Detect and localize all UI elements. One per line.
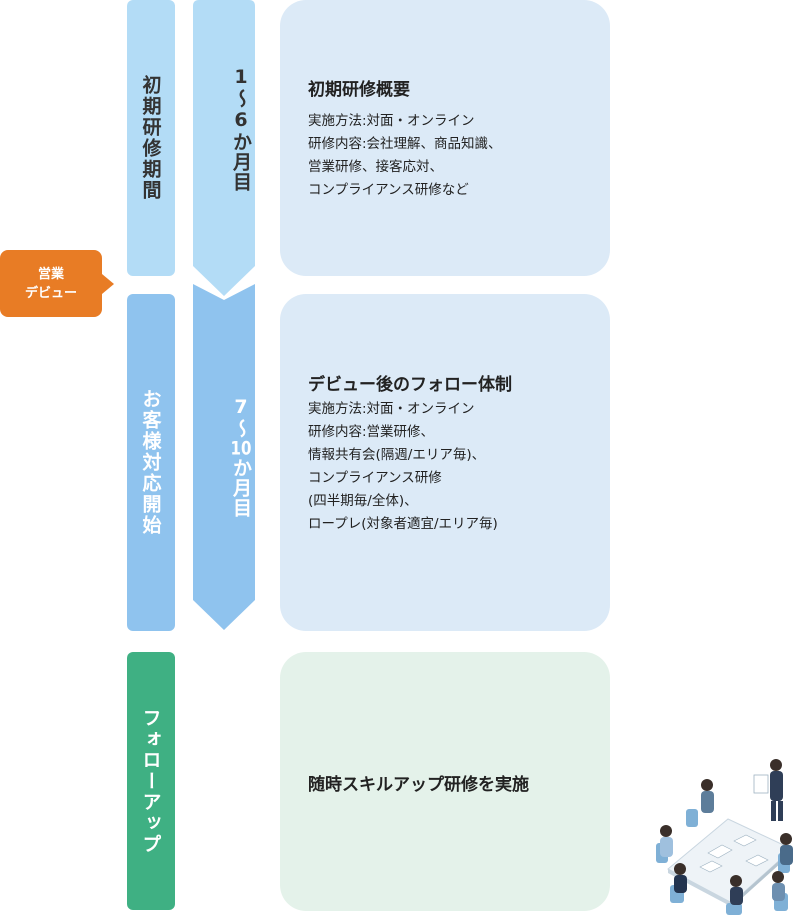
phase-label: 初期研修期間: [139, 75, 162, 201]
month-suffix: か月目: [230, 458, 252, 518]
card-line: コンプライアンス研修: [308, 470, 442, 486]
card-skill-up: 随時スキルアップ研修を実施: [280, 652, 610, 911]
month-suffix: か月目: [230, 132, 252, 192]
month-start: 1: [230, 66, 252, 89]
arrow-shape-icon: [193, 0, 255, 296]
month-range-label: 7～10か月目: [193, 396, 255, 518]
card-body: 実施方法:対面・オンライン 研修内容:会社理解、商品知識、 営業研修、接客応対、…: [308, 110, 502, 202]
card-body: 実施方法:対面・オンライン 研修内容:営業研修、 情報共有会(隔週/エリア毎)、…: [308, 398, 498, 536]
phase-label: お客様対応開始: [139, 389, 162, 536]
phase-initial-training: 初期研修期間: [127, 0, 175, 276]
month-tilde: ～: [230, 419, 252, 439]
card-line: (四半期毎/全体)、: [308, 493, 418, 509]
card-title: デビュー後のフォロー体制: [308, 375, 512, 395]
card-title: 随時スキルアップ研修を実施: [308, 775, 529, 795]
month-start: 7: [230, 396, 252, 419]
card-line: 実施方法:対面・オンライン: [308, 113, 475, 129]
month-tilde: ～: [230, 89, 252, 109]
card-initial-training: 初期研修概要 実施方法:対面・オンライン 研修内容:会社理解、商品知識、 営業研…: [280, 0, 610, 276]
month-end: 6: [230, 109, 252, 132]
card-line: 実施方法:対面・オンライン: [308, 401, 475, 417]
card-line: 研修内容:営業研修、: [308, 424, 435, 440]
card-line: 情報共有会(隔週/エリア毎)、: [308, 447, 486, 463]
phase-customer-service: お客様対応開始: [127, 294, 175, 631]
tag-line-2: デビュー: [24, 285, 77, 301]
tag-line-1: 営業: [37, 266, 64, 282]
card-follow-system: デビュー後のフォロー体制 実施方法:対面・オンライン 研修内容:営業研修、 情報…: [280, 294, 610, 631]
month-arrow-7-10: 7～10か月目: [193, 284, 255, 630]
meeting-people-illustration: [656, 759, 793, 915]
month-arrow-1-6: 1～6か月目: [193, 0, 255, 296]
phase-label: フォローアップ: [139, 707, 162, 855]
card-line: コンプライアンス研修など: [308, 182, 469, 198]
month-range-label: 1～6か月目: [193, 66, 255, 192]
card-title: 初期研修概要: [308, 80, 410, 100]
card-line: 営業研修、接客応対、: [308, 159, 443, 175]
card-line: 研修内容:会社理解、商品知識、: [308, 136, 502, 152]
arrow-shape-icon: [193, 284, 255, 630]
card-line: ロープレ(対象者適宜/エリア毎): [308, 516, 498, 532]
phase-follow-up: フォローアップ: [127, 652, 175, 910]
month-end: 10: [230, 439, 252, 458]
sales-debut-tag: 営業 デビュー: [0, 250, 114, 317]
